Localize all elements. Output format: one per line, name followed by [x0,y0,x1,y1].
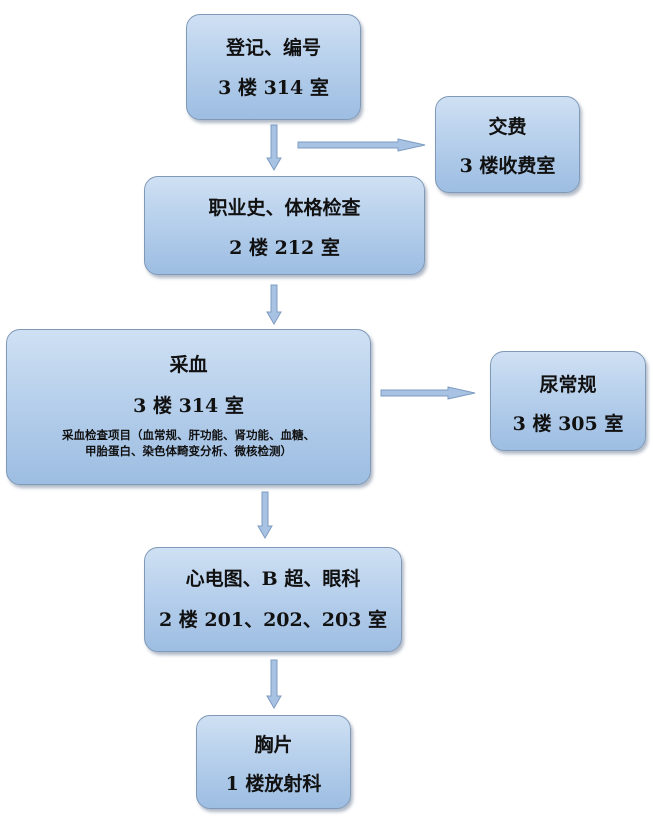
arrow-registration-to-physical [266,124,282,171]
blood-draw-title: 采血 [169,354,208,376]
payment-title: 交费 [488,116,527,138]
registration-title: 登记、编号 [225,37,321,59]
arrow-registration-to-payment [297,138,426,152]
arrow-physical-to-blood [266,284,282,325]
ecg-ultrasound-eye-room: 2 楼 201、202、203 室 [158,609,388,631]
urine-title: 尿常规 [539,374,597,396]
registration-room: 3 楼 314 室 [218,77,329,99]
blood-draw-box: 采血 3 楼 314 室 采血检查项目（血常规、肝功能、肾功能、血糖、 甲胎蛋白… [6,329,371,485]
chest-xray-title: 胸片 [254,734,293,756]
physical-exam-title: 职业史、体格检查 [208,197,361,219]
payment-room: 3 楼收费室 [459,155,556,177]
registration-box: 登记、编号 3 楼 314 室 [186,14,361,120]
chest-xray-box: 胸片 1 楼放射科 [196,715,351,809]
blood-draw-items-line1: 采血检查项目（血常规、肝功能、肾功能、血糖、 [62,428,315,442]
payment-box: 交费 3 楼收费室 [435,96,580,193]
arrow-blood-to-ecg [257,491,273,539]
arrow-blood-to-urine [380,386,476,400]
chest-xray-room: 1 楼放射科 [225,773,322,795]
urine-room: 3 楼 305 室 [512,413,624,435]
arrow-ecg-to-xray [266,659,282,709]
physical-exam-box: 职业史、体格检查 2 楼 212 室 [144,176,425,275]
blood-draw-room: 3 楼 314 室 [133,395,244,417]
ecg-ultrasound-eye-box: 心电图、B 超、眼科 2 楼 201、202、203 室 [144,547,402,652]
physical-exam-room: 2 楼 212 室 [229,237,340,259]
blood-draw-items-line2: 甲胎蛋白、染色体畸变分析、微核检测） [85,444,292,458]
urine-box: 尿常规 3 楼 305 室 [490,351,646,451]
ecg-ultrasound-eye-title: 心电图、B 超、眼科 [185,568,361,590]
